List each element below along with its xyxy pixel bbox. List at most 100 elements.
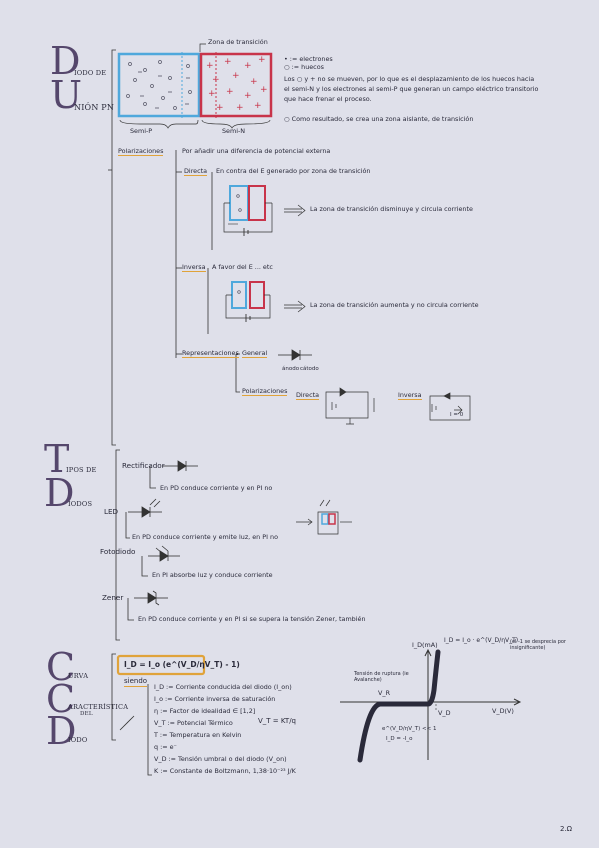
heading-tipos-de: IPOS DE xyxy=(66,466,97,474)
plus-signs: ++++ +++ ++++ +++ xyxy=(206,55,268,113)
def-eta: η := Factor de idealidad ∈ [1,2] xyxy=(154,707,256,715)
holes xyxy=(126,60,192,110)
initial-d: D xyxy=(50,39,81,83)
semi-p-label: Semi-P xyxy=(130,127,153,135)
heading-del: DEL xyxy=(80,711,93,717)
directa-desc: En contra del E generado por zona de tra… xyxy=(216,167,371,175)
inversa-diagram xyxy=(225,281,271,322)
heading-union-pn: NIÓN PN xyxy=(74,103,115,112)
polarizaciones-label: Polarizaciones xyxy=(118,147,164,157)
svg-text:+: + xyxy=(244,61,252,71)
svg-text:+: + xyxy=(260,85,268,95)
rectificador-label: Rectificador xyxy=(122,461,165,470)
svg-text:+: + xyxy=(226,87,234,97)
initial-c2: C xyxy=(46,677,76,721)
directa-result: La zona de transición disminuye y circul… xyxy=(310,205,473,213)
def-k: K := Constante de Boltzmann, 1,38·10⁻²³ … xyxy=(154,767,296,775)
formula-box xyxy=(116,654,206,676)
rectificador-symbol xyxy=(162,460,198,472)
initial-c1: C xyxy=(46,645,76,689)
directa-circuit xyxy=(325,387,375,425)
ions xyxy=(138,71,190,109)
inversa-circuit xyxy=(429,392,471,421)
desc-line-2: el semi-N y los electrones al semi-P que… xyxy=(284,85,539,93)
zona-transicion-label: Zona de transición xyxy=(208,38,268,46)
vr-label: V_R xyxy=(378,689,391,697)
p-region xyxy=(117,52,201,118)
heading-iodo: IODO xyxy=(68,736,88,744)
svg-text:+: + xyxy=(250,77,258,87)
directa-diagram xyxy=(223,185,273,236)
svg-text:+: + xyxy=(206,61,214,71)
catodo-label: cátodo xyxy=(300,366,319,372)
representaciones-label: Representaciones xyxy=(182,349,239,359)
svg-text:+: + xyxy=(212,75,220,85)
inversa2-label: Inversa xyxy=(398,391,422,401)
desc-line-1: Los ○ y + no se mueven, por lo que es el… xyxy=(284,75,535,83)
pol-label: Polarizaciones xyxy=(242,387,288,397)
def-q: q := e⁻ xyxy=(154,743,177,751)
svg-text:+: + xyxy=(216,103,224,113)
initial-t: T xyxy=(44,437,70,481)
def-id: I_D := Corriente conducida del diodo (I_… xyxy=(154,683,292,691)
legend-huecos: ○ := huecos xyxy=(284,63,324,71)
polarizaciones-desc: Por añadir una diferencia de potencial e… xyxy=(182,147,331,155)
def-t: T := Temperatura en Kelvin xyxy=(154,731,242,739)
zener-symbol xyxy=(134,590,168,606)
page-footer: 2.Ω xyxy=(560,825,573,833)
desc-line-3: que hace frenar el proceso. xyxy=(284,95,372,103)
svg-text:+: + xyxy=(254,101,262,111)
diode-equation: I_D = I_o (e^(V_D/ηV_T) - 1) xyxy=(124,660,240,669)
tension-ruptura: Tensión de ruptura (ie Avalanche) xyxy=(354,671,409,683)
legend-electrones: • := electrones xyxy=(284,55,333,63)
initial-d2: D xyxy=(44,471,75,515)
inversa-label: Inversa xyxy=(182,263,206,273)
fotodiodo-symbol xyxy=(148,545,180,562)
vd-label: V_D xyxy=(438,709,451,717)
n-region xyxy=(199,52,273,118)
graph-note: (el -1 se desprecia por insignificante) xyxy=(510,639,566,651)
svg-text:+: + xyxy=(224,57,232,67)
siendo-label: siendo xyxy=(124,677,148,687)
initial-d3: D xyxy=(46,709,77,753)
zener-desc: En PD conduce corriente y en PI si se su… xyxy=(138,615,366,623)
initial-u: U xyxy=(50,73,83,117)
minus-io: I_D = -I_o xyxy=(386,736,413,742)
fotodiodo-label: Fotodiodo xyxy=(100,547,136,556)
rectificador-desc: En PD conduce corriente y en PI no xyxy=(160,484,273,492)
io-small: e^(V_D/ηV_T) << 1 xyxy=(382,726,437,732)
def-io: I_o := Corriente inversa de saturación xyxy=(154,695,276,703)
i-zero-label: I = 0 xyxy=(450,412,464,418)
inversa-desc: A favor del E ... etc xyxy=(212,263,273,271)
heading-diodo-de: IODO DE xyxy=(74,69,107,77)
led-circuit xyxy=(296,499,352,535)
svg-text:+: + xyxy=(244,91,252,101)
general-label: General xyxy=(242,349,268,359)
graph-xlabel: V_D(V) xyxy=(492,707,514,715)
heading-curva: URVA xyxy=(68,672,89,680)
anodo-label: ánodo xyxy=(282,366,300,372)
general-diode-symbol xyxy=(278,349,312,361)
graph-ylabel: I_D(mA) xyxy=(412,641,438,649)
def-vd: V_D := Tensión umbral o del diodo (V_on) xyxy=(154,755,287,763)
inversa-result: La zona de transición aumenta y no circu… xyxy=(310,301,479,309)
desc-line-4: ○ Como resultado, se crea una zona aisla… xyxy=(284,115,474,123)
semi-n-label: Semi-N xyxy=(222,127,246,135)
heading-caracteristica: ARACTERÍSTICA xyxy=(68,703,129,711)
zener-label: Zener xyxy=(102,593,124,602)
fotodiodo-desc: En PI absorbe luz y conduce corriente xyxy=(152,571,273,579)
directa-label: Directa xyxy=(184,167,208,177)
def-vt: V_T := Potencial Térmico xyxy=(154,719,233,727)
led-symbol xyxy=(128,498,162,518)
graph-top-formula: I_D = I_o · e^(V_D/ηV_T) xyxy=(444,637,519,644)
svg-text:+: + xyxy=(232,71,240,81)
svg-text:+: + xyxy=(208,89,216,99)
heading-diodos: IODOS xyxy=(68,500,93,508)
led-label: LED xyxy=(104,507,119,516)
vt-formula: V_T = KT/q xyxy=(258,717,297,725)
svg-text:+: + xyxy=(236,103,244,113)
svg-text:+: + xyxy=(258,55,266,65)
iv-graph xyxy=(340,648,522,763)
directa2-label: Directa xyxy=(296,391,320,401)
